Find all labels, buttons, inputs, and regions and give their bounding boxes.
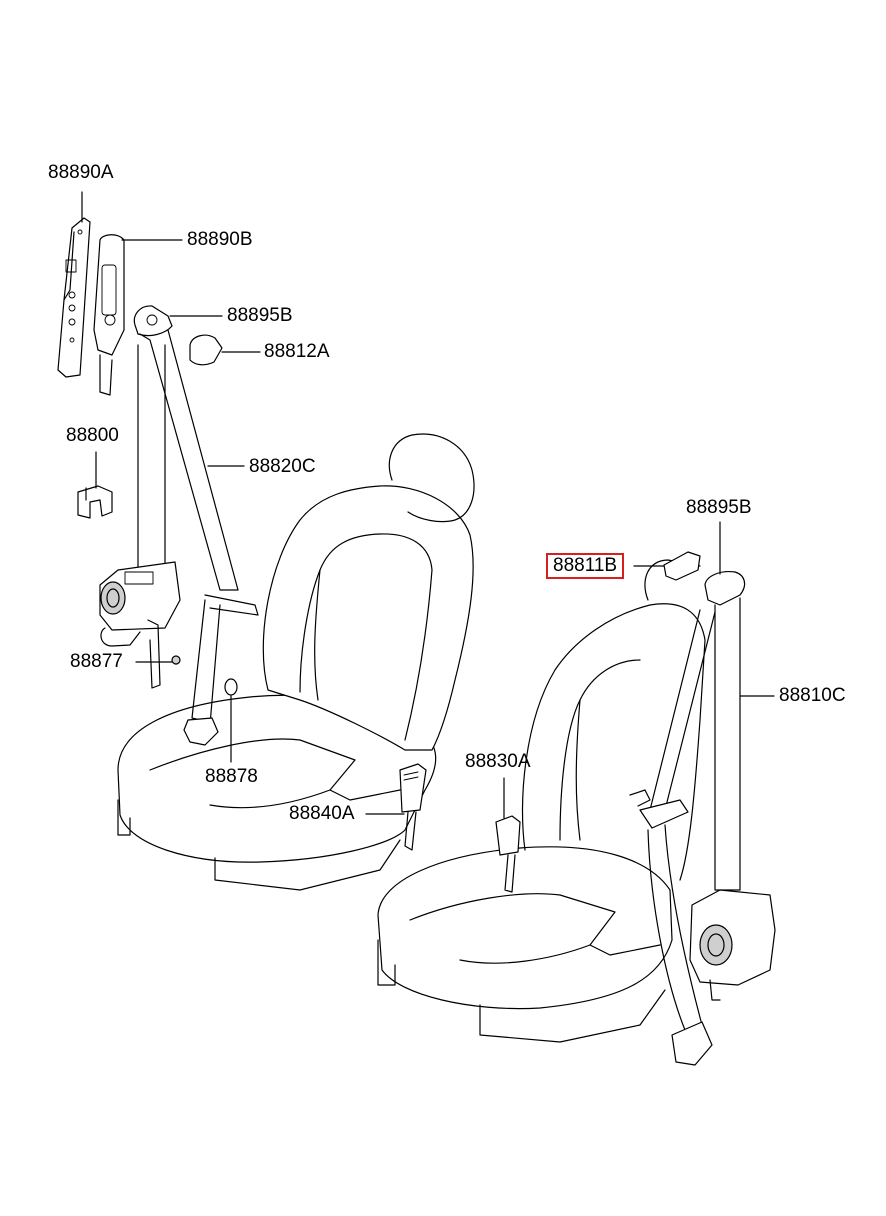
- part-label-88890B[interactable]: 88890B: [187, 229, 253, 250]
- right-belt-assembly: [495, 551, 776, 1066]
- right-seat: [377, 559, 706, 1043]
- left-belt-assembly: [57, 217, 427, 851]
- part-label-88895B-left[interactable]: 88895B: [227, 305, 293, 326]
- part-label-88810C[interactable]: 88810C: [779, 685, 846, 706]
- part-label-88840A[interactable]: 88840A: [289, 803, 355, 824]
- part-label-88820C[interactable]: 88820C: [249, 456, 316, 477]
- part-label-88830A[interactable]: 88830A: [465, 751, 531, 772]
- part-label-88895B-right[interactable]: 88895B: [686, 497, 752, 518]
- part-label-88800[interactable]: 88800: [66, 425, 119, 446]
- part-label-88811B[interactable]: 88811B: [545, 553, 625, 579]
- part-label-88812A[interactable]: 88812A: [264, 341, 330, 362]
- part-label-88890A[interactable]: 88890A: [48, 162, 114, 183]
- part-label-88878[interactable]: 88878: [205, 766, 258, 787]
- part-label-88877[interactable]: 88877: [70, 651, 123, 672]
- leader-lines: [81, 191, 775, 819]
